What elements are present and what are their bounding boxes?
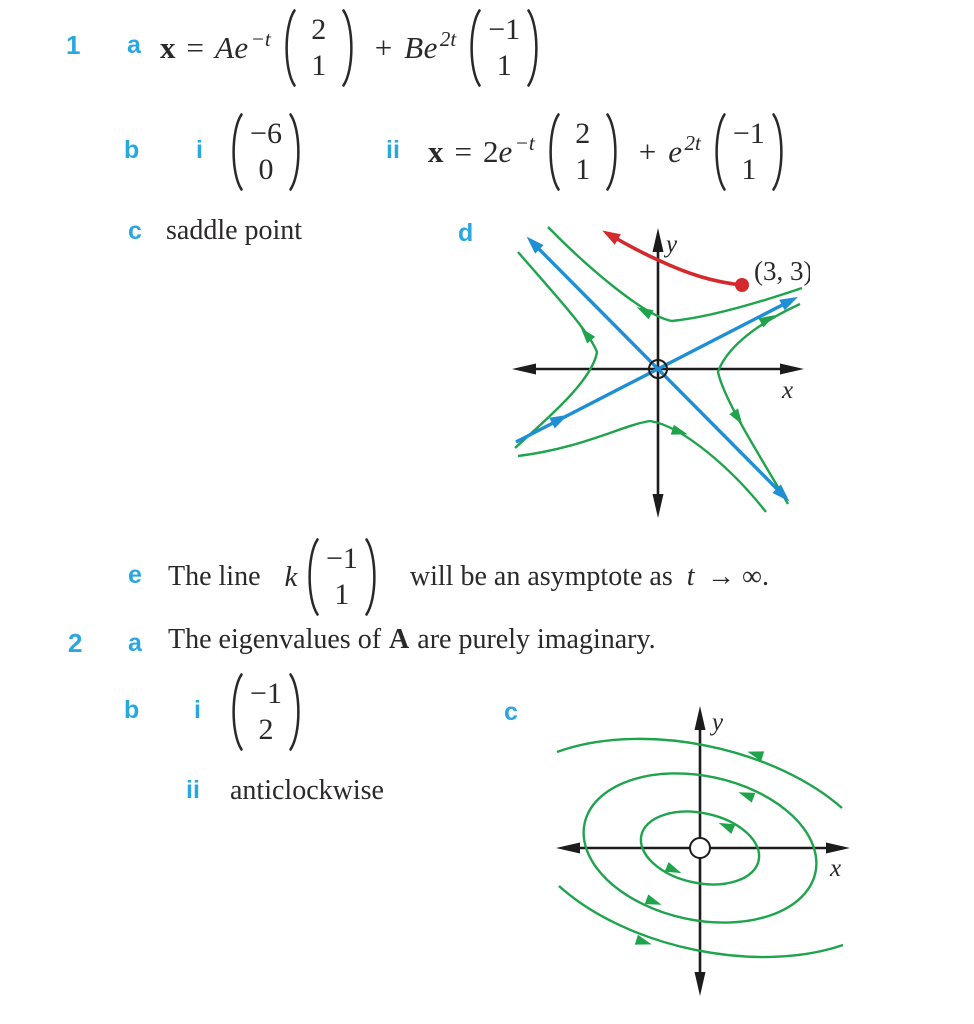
- left-paren: [285, 9, 296, 87]
- trajectory-top: [547, 226, 803, 323]
- y-axis-label: y: [709, 709, 724, 736]
- trajectories: [514, 226, 803, 513]
- saddle-phase-portrait: y x (3, 3): [512, 226, 810, 518]
- origin-circle: [648, 359, 668, 379]
- y-axis-label: y: [663, 231, 678, 258]
- question-2-number: 2: [68, 628, 83, 658]
- part-1b-label: b: [124, 136, 140, 164]
- red-trajectory: [611, 234, 743, 287]
- left-paren: [308, 538, 319, 616]
- vector-x: x: [160, 30, 176, 65]
- left-paren: [549, 113, 560, 191]
- y-axis-bottom-arrow: [694, 972, 706, 996]
- part-1bi-label: i: [196, 136, 203, 164]
- right-paren: [772, 113, 783, 191]
- x-axis-label: x: [829, 855, 841, 882]
- left-paren: [470, 9, 481, 87]
- trajectory-arrows: [580, 307, 775, 435]
- orbit-outer-bottom: [558, 885, 844, 959]
- trajectory-right: [716, 302, 801, 505]
- trajectory-left: [514, 251, 599, 449]
- start-point: [735, 278, 749, 292]
- part-1a-label: a: [127, 31, 141, 59]
- y-axis-top-arrow: [694, 706, 706, 730]
- x-axis-right-arrow: [826, 842, 850, 854]
- orbits: [556, 737, 844, 959]
- left-paren: [232, 673, 243, 751]
- right-paren: [341, 9, 353, 87]
- red-arrow: [602, 230, 621, 245]
- orbit-outer-top: [556, 737, 843, 809]
- left-paren: [232, 113, 243, 191]
- right-paren: [365, 538, 376, 616]
- right-paren: [289, 113, 300, 191]
- part-2a-label: a: [128, 629, 142, 657]
- origin-circle: [689, 837, 711, 859]
- part-2b-label: b: [124, 696, 140, 724]
- right-paren: [527, 9, 538, 87]
- eigenline-arrows: [526, 236, 799, 502]
- orbit-middle: [582, 772, 818, 924]
- point-label: (3, 3): [754, 256, 810, 286]
- x-axis-left-arrow: [556, 842, 580, 854]
- centre-phase-portrait: y x: [556, 706, 850, 996]
- y-axis-bottom-arrow: [652, 494, 664, 518]
- part-1bii-label: ii: [386, 136, 400, 164]
- orbit-inner: [639, 810, 761, 886]
- left-paren: [715, 113, 726, 191]
- part-1c-label: c: [128, 217, 142, 245]
- part-2bii-label: ii: [186, 776, 200, 804]
- part-1e-label: e: [128, 561, 142, 589]
- right-paren: [606, 113, 617, 191]
- x-axis-right-arrow: [780, 363, 804, 375]
- vector-x: x: [428, 134, 444, 169]
- answer-2bii-text: anticlockwise: [230, 775, 384, 806]
- x-axis-label: x: [781, 377, 793, 404]
- answer-2a: The eigenvalues of A are purely imaginar…: [168, 624, 656, 655]
- answer-1c-text: saddle point: [166, 215, 303, 246]
- part-2bi-label: i: [194, 696, 201, 724]
- trajectory-bottom: [517, 419, 767, 513]
- orbit-arrows: [634, 751, 765, 945]
- y-axis-top-arrow: [652, 228, 664, 252]
- question-1-number: 1: [66, 30, 81, 60]
- part-1d-label: d: [458, 219, 474, 247]
- right-paren: [289, 673, 300, 751]
- part-2c-label: c: [504, 698, 518, 726]
- x-axis-left-arrow: [512, 363, 536, 375]
